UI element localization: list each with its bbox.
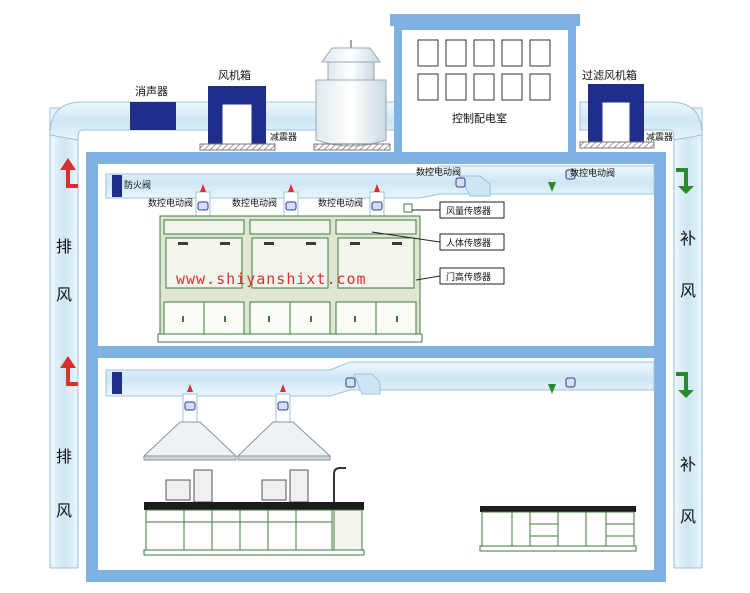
makeup-label-4: 风 <box>680 507 696 526</box>
building-walls <box>86 152 666 582</box>
fan-box-left <box>199 86 276 151</box>
nc-valve-top-mid-label: 数控电动阀 <box>416 166 461 178</box>
fire-damper-label: 防火阀 <box>124 179 151 191</box>
nc-valve-hood-2-label: 数控电动阀 <box>232 197 277 209</box>
silencer-label: 消声器 <box>135 84 168 98</box>
exhaust-label-3: 排 <box>56 447 72 466</box>
exhaust-tower <box>313 40 391 151</box>
makeup-label-1: 补 <box>680 229 696 248</box>
nc-valve-hood-3-label: 数控电动阀 <box>318 197 363 209</box>
filter-fan-box <box>579 84 655 149</box>
door-height-sensor-label: 门高传感器 <box>446 271 491 283</box>
nc-valve-hood-1-label: 数控电动阀 <box>148 197 193 209</box>
airflow-sensor-label: 风量传感器 <box>446 205 491 217</box>
fume-hood-row <box>157 203 423 343</box>
makeup-arrow-upper <box>676 168 694 194</box>
control-room <box>390 14 580 160</box>
watermark: www.shiyanshixt.com <box>176 270 367 288</box>
lab-bench-right <box>479 506 637 552</box>
makeup-label-2: 风 <box>680 281 696 300</box>
filter-fan-box-label: 过滤风机箱 <box>582 68 637 82</box>
exhaust-label-1: 排 <box>56 237 72 256</box>
damper-right-label: 减震器 <box>646 131 673 143</box>
lower-floor-duct <box>105 361 655 397</box>
exhaust-arrow-upper <box>60 158 78 188</box>
makeup-label-3: 补 <box>680 455 696 474</box>
exhaust-label-2: 风 <box>56 285 72 304</box>
exhaust-label-4: 风 <box>56 501 72 520</box>
nc-valve-top-right-label: 数控电动阀 <box>570 167 615 179</box>
sensor-callouts <box>371 201 505 285</box>
fan-box-left-label: 风机箱 <box>218 68 251 82</box>
control-room-label: 控制配电室 <box>452 111 507 125</box>
silencer-box <box>130 102 176 130</box>
body-sensor-label: 人体传感器 <box>446 237 491 249</box>
makeup-arrow-lower <box>676 372 694 398</box>
lab-bench-left <box>143 467 365 556</box>
upper-floor-duct <box>105 165 655 199</box>
damper-left-label: 减震器 <box>270 131 297 143</box>
exhaust-arrow-lower <box>60 356 78 386</box>
hood-branch-ducts <box>195 184 385 217</box>
canopy-hoods <box>142 384 332 461</box>
